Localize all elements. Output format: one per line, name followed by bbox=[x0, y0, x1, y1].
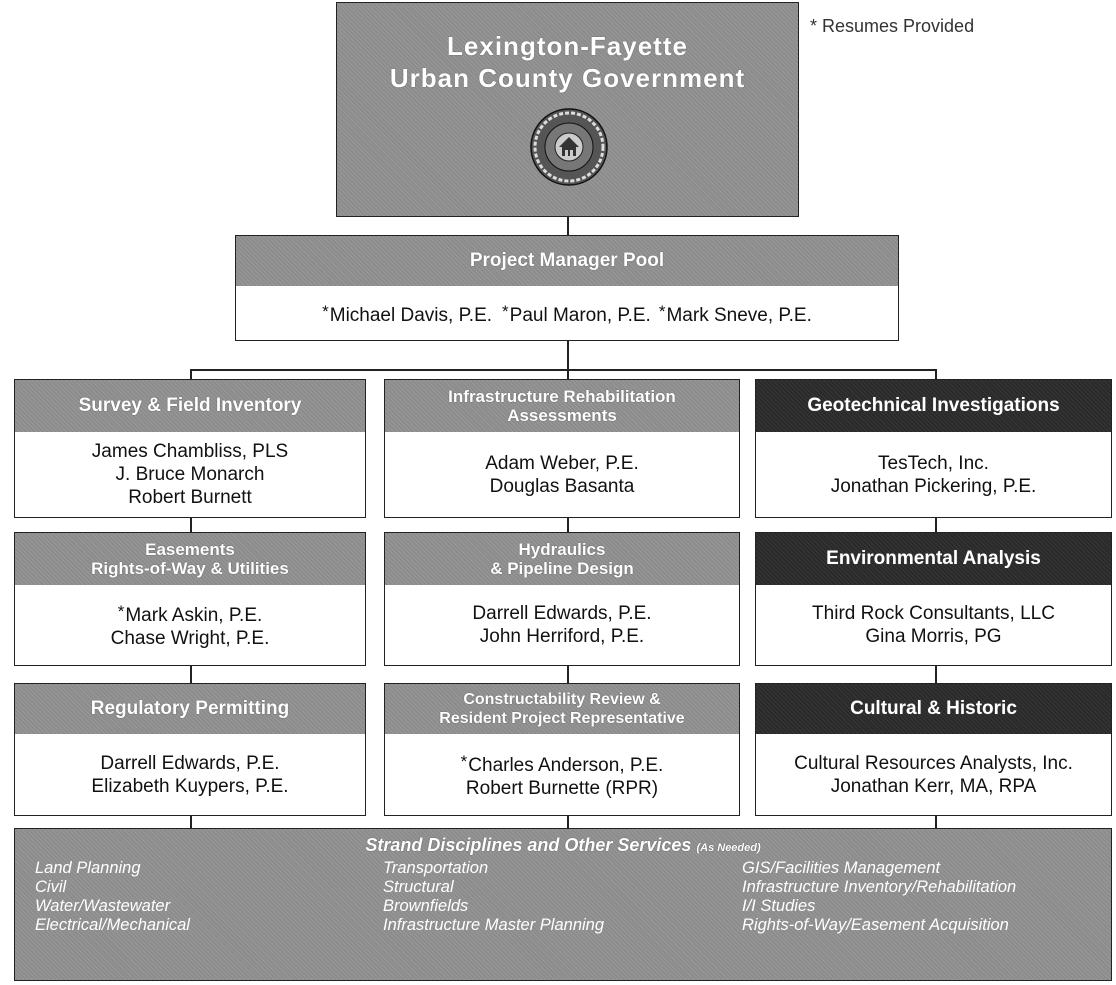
person: Douglas Basanta bbox=[489, 475, 635, 497]
person: J. Bruce Monarch bbox=[115, 464, 265, 485]
box-title: Cultural & Historic bbox=[756, 684, 1111, 735]
survey-field-inventory-box: Survey & Field Inventory James Chambliss… bbox=[14, 379, 366, 518]
project-manager-pool-title: Project Manager Pool bbox=[236, 236, 898, 287]
connector-col1-bottom bbox=[190, 816, 192, 828]
box-title: Constructability Review &Resident Projec… bbox=[385, 684, 739, 735]
person: Adam Weber, P.E. bbox=[485, 452, 639, 474]
box-people: Darrell Edwards, P.E. John Herriford, P.… bbox=[385, 585, 739, 665]
regulatory-permitting-box: Regulatory Permitting Darrell Edwards, P… bbox=[14, 683, 366, 816]
person: Elizabeth Kuypers, P.E. bbox=[91, 775, 289, 797]
service-item: Infrastructure Master Planning bbox=[383, 916, 605, 934]
person: Darrell Edwards, P.E. bbox=[472, 603, 652, 624]
constructability-review-box: Constructability Review &Resident Projec… bbox=[384, 683, 740, 816]
cultural-historic-box: Cultural & Historic Cultural Resources A… bbox=[755, 683, 1112, 816]
service-item: Electrical/Mechanical bbox=[35, 916, 190, 934]
service-item: Water/Wastewater bbox=[35, 897, 171, 915]
service-item: GIS/Facilities Management bbox=[742, 859, 941, 877]
services-title: Strand Disciplines and Other Services (A… bbox=[365, 835, 761, 855]
box-title: Hydraulics& Pipeline Design bbox=[385, 533, 739, 586]
project-manager-pool-box: Project Manager Pool *Michael Davis, P.E… bbox=[235, 235, 899, 341]
connector-col2-bottom bbox=[567, 816, 569, 828]
service-item: Transportation bbox=[383, 859, 489, 877]
pm-member-2: Paul Maron, P.E. bbox=[509, 304, 651, 326]
box-people: Third Rock Consultants, LLC Gina Morris,… bbox=[756, 585, 1111, 665]
environmental-analysis-box: Environmental Analysis Third Rock Consul… bbox=[755, 532, 1112, 666]
services-col-1: Land Planning Civil Water/Wastewater Ele… bbox=[35, 859, 190, 935]
box-people: Cultural Resources Analysts, Inc. Jonath… bbox=[756, 734, 1111, 815]
person: Charles Anderson, P.E. bbox=[468, 754, 664, 776]
person: Jonathan Kerr, MA, RPA bbox=[830, 775, 1037, 797]
county-seal-icon bbox=[530, 108, 608, 186]
services-col-2: Transportation Structural Brownfields In… bbox=[383, 859, 604, 935]
government-name-line2: Urban County Government bbox=[389, 63, 746, 93]
service-item: Brownfields bbox=[383, 897, 469, 915]
services-qualifier: (As Needed) bbox=[696, 842, 761, 854]
box-title: Environmental Analysis bbox=[756, 533, 1111, 586]
person: TesTech, Inc. bbox=[878, 452, 989, 474]
connector-col3-bottom bbox=[935, 816, 937, 828]
connector-col1-a bbox=[190, 518, 192, 532]
hydraulics-pipeline-box: Hydraulics& Pipeline Design Darrell Edwa… bbox=[384, 532, 740, 666]
box-title: Regulatory Permitting bbox=[15, 684, 365, 735]
connector-pm-down bbox=[567, 341, 569, 369]
person: Cultural Resources Analysts, Inc. bbox=[794, 752, 1073, 774]
services-box: Strand Disciplines and Other Services (A… bbox=[14, 828, 1112, 981]
person: Third Rock Consultants, LLC bbox=[812, 603, 1055, 624]
person: Darrell Edwards, P.E. bbox=[100, 752, 280, 774]
connector-horizontal bbox=[190, 369, 936, 371]
box-people: Adam Weber, P.E. Douglas Basanta bbox=[385, 432, 739, 517]
service-item: Infrastructure Inventory/Rehabilitation bbox=[742, 878, 1017, 896]
box-people: *Charles Anderson, P.E. Robert Burnette … bbox=[385, 734, 739, 815]
service-item: Structural bbox=[383, 878, 454, 896]
box-people: Darrell Edwards, P.E. Elizabeth Kuypers,… bbox=[15, 734, 365, 815]
connector-col1-b bbox=[190, 666, 192, 683]
connector-col1-top bbox=[190, 369, 192, 379]
project-manager-pool-members: *Michael Davis, P.E. *Paul Maron, P.E. *… bbox=[236, 286, 898, 340]
service-item: I/I Studies bbox=[742, 897, 816, 915]
connector-col2-b bbox=[567, 666, 569, 683]
pm-member-3: Mark Sneve, P.E. bbox=[666, 304, 812, 326]
service-item: Land Planning bbox=[35, 859, 141, 877]
person: Gina Morris, PG bbox=[865, 626, 1002, 647]
person: Robert Burnett bbox=[128, 487, 252, 508]
box-people: TesTech, Inc. Jonathan Pickering, P.E. bbox=[756, 432, 1111, 517]
box-title: Geotechnical Investigations bbox=[756, 380, 1111, 433]
government-box: Lexington-Fayette Urban County Governmen… bbox=[336, 2, 799, 217]
box-people: James Chambliss, PLS J. Bruce Monarch Ro… bbox=[15, 432, 365, 517]
person: James Chambliss, PLS bbox=[91, 441, 289, 462]
connector-col3-top bbox=[935, 369, 937, 379]
connector-col2-a bbox=[567, 518, 569, 532]
person: John Herriford, P.E. bbox=[479, 626, 645, 647]
services-col-3: GIS/Facilities Management Infrastructure… bbox=[742, 859, 1016, 935]
connector-top-pm bbox=[567, 217, 569, 235]
resumes-note: * Resumes Provided bbox=[810, 16, 975, 36]
box-title: Survey & Field Inventory bbox=[15, 380, 365, 433]
government-name-line1: Lexington-Fayette bbox=[447, 31, 688, 61]
person: Chase Wright, P.E. bbox=[110, 628, 270, 649]
pm-member-1: Michael Davis, P.E. bbox=[329, 304, 493, 326]
person: Mark Askin, P.E. bbox=[125, 605, 263, 626]
service-item: Civil bbox=[35, 878, 67, 896]
geotechnical-investigations-box: Geotechnical Investigations TesTech, Inc… bbox=[755, 379, 1112, 518]
person: Jonathan Pickering, P.E. bbox=[830, 475, 1037, 497]
connector-col3-b bbox=[935, 666, 937, 683]
connector-col3-a bbox=[935, 518, 937, 532]
person: Robert Burnette (RPR) bbox=[465, 777, 659, 799]
connector-col2-top bbox=[567, 369, 569, 379]
box-people: *Mark Askin, P.E. Chase Wright, P.E. bbox=[15, 585, 365, 665]
service-item: Rights-of-Way/Easement Acquisition bbox=[742, 916, 1009, 934]
